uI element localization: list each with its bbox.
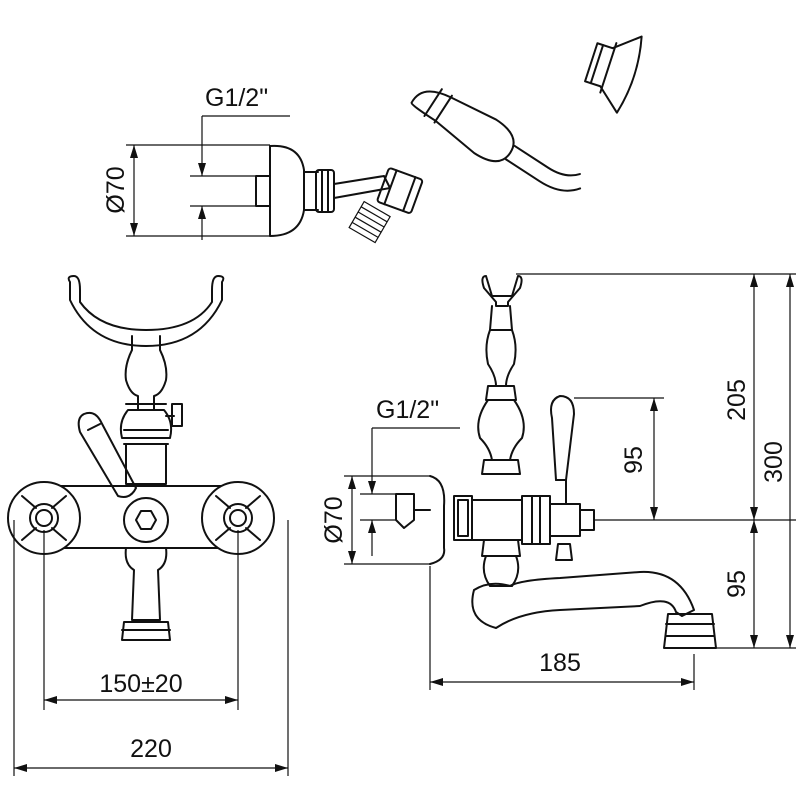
upper-height-label: 205 xyxy=(723,379,751,421)
spout-drop-label: 95 xyxy=(723,570,751,598)
handle-offset-label: 95 xyxy=(620,446,648,474)
side-thread-label: G1/2" xyxy=(376,396,439,424)
total-width-label: 220 xyxy=(130,735,172,763)
side-diameter-label: Ø70 xyxy=(320,496,348,543)
projection-label: 185 xyxy=(539,649,581,677)
hand-shower-diameter-label: Ø70 xyxy=(102,166,130,213)
total-height-label: 300 xyxy=(760,441,788,483)
mixer-front-view: 150±20 220 xyxy=(7,275,289,776)
hand-shower-view: Ø70 G1/2" xyxy=(102,35,643,244)
hand-shower-thread-label: G1/2" xyxy=(205,84,268,112)
centers-distance-label: 150±20 xyxy=(99,670,182,698)
mixer-side-view: G1/2" Ø70 185 95 205 95 xyxy=(320,273,796,690)
